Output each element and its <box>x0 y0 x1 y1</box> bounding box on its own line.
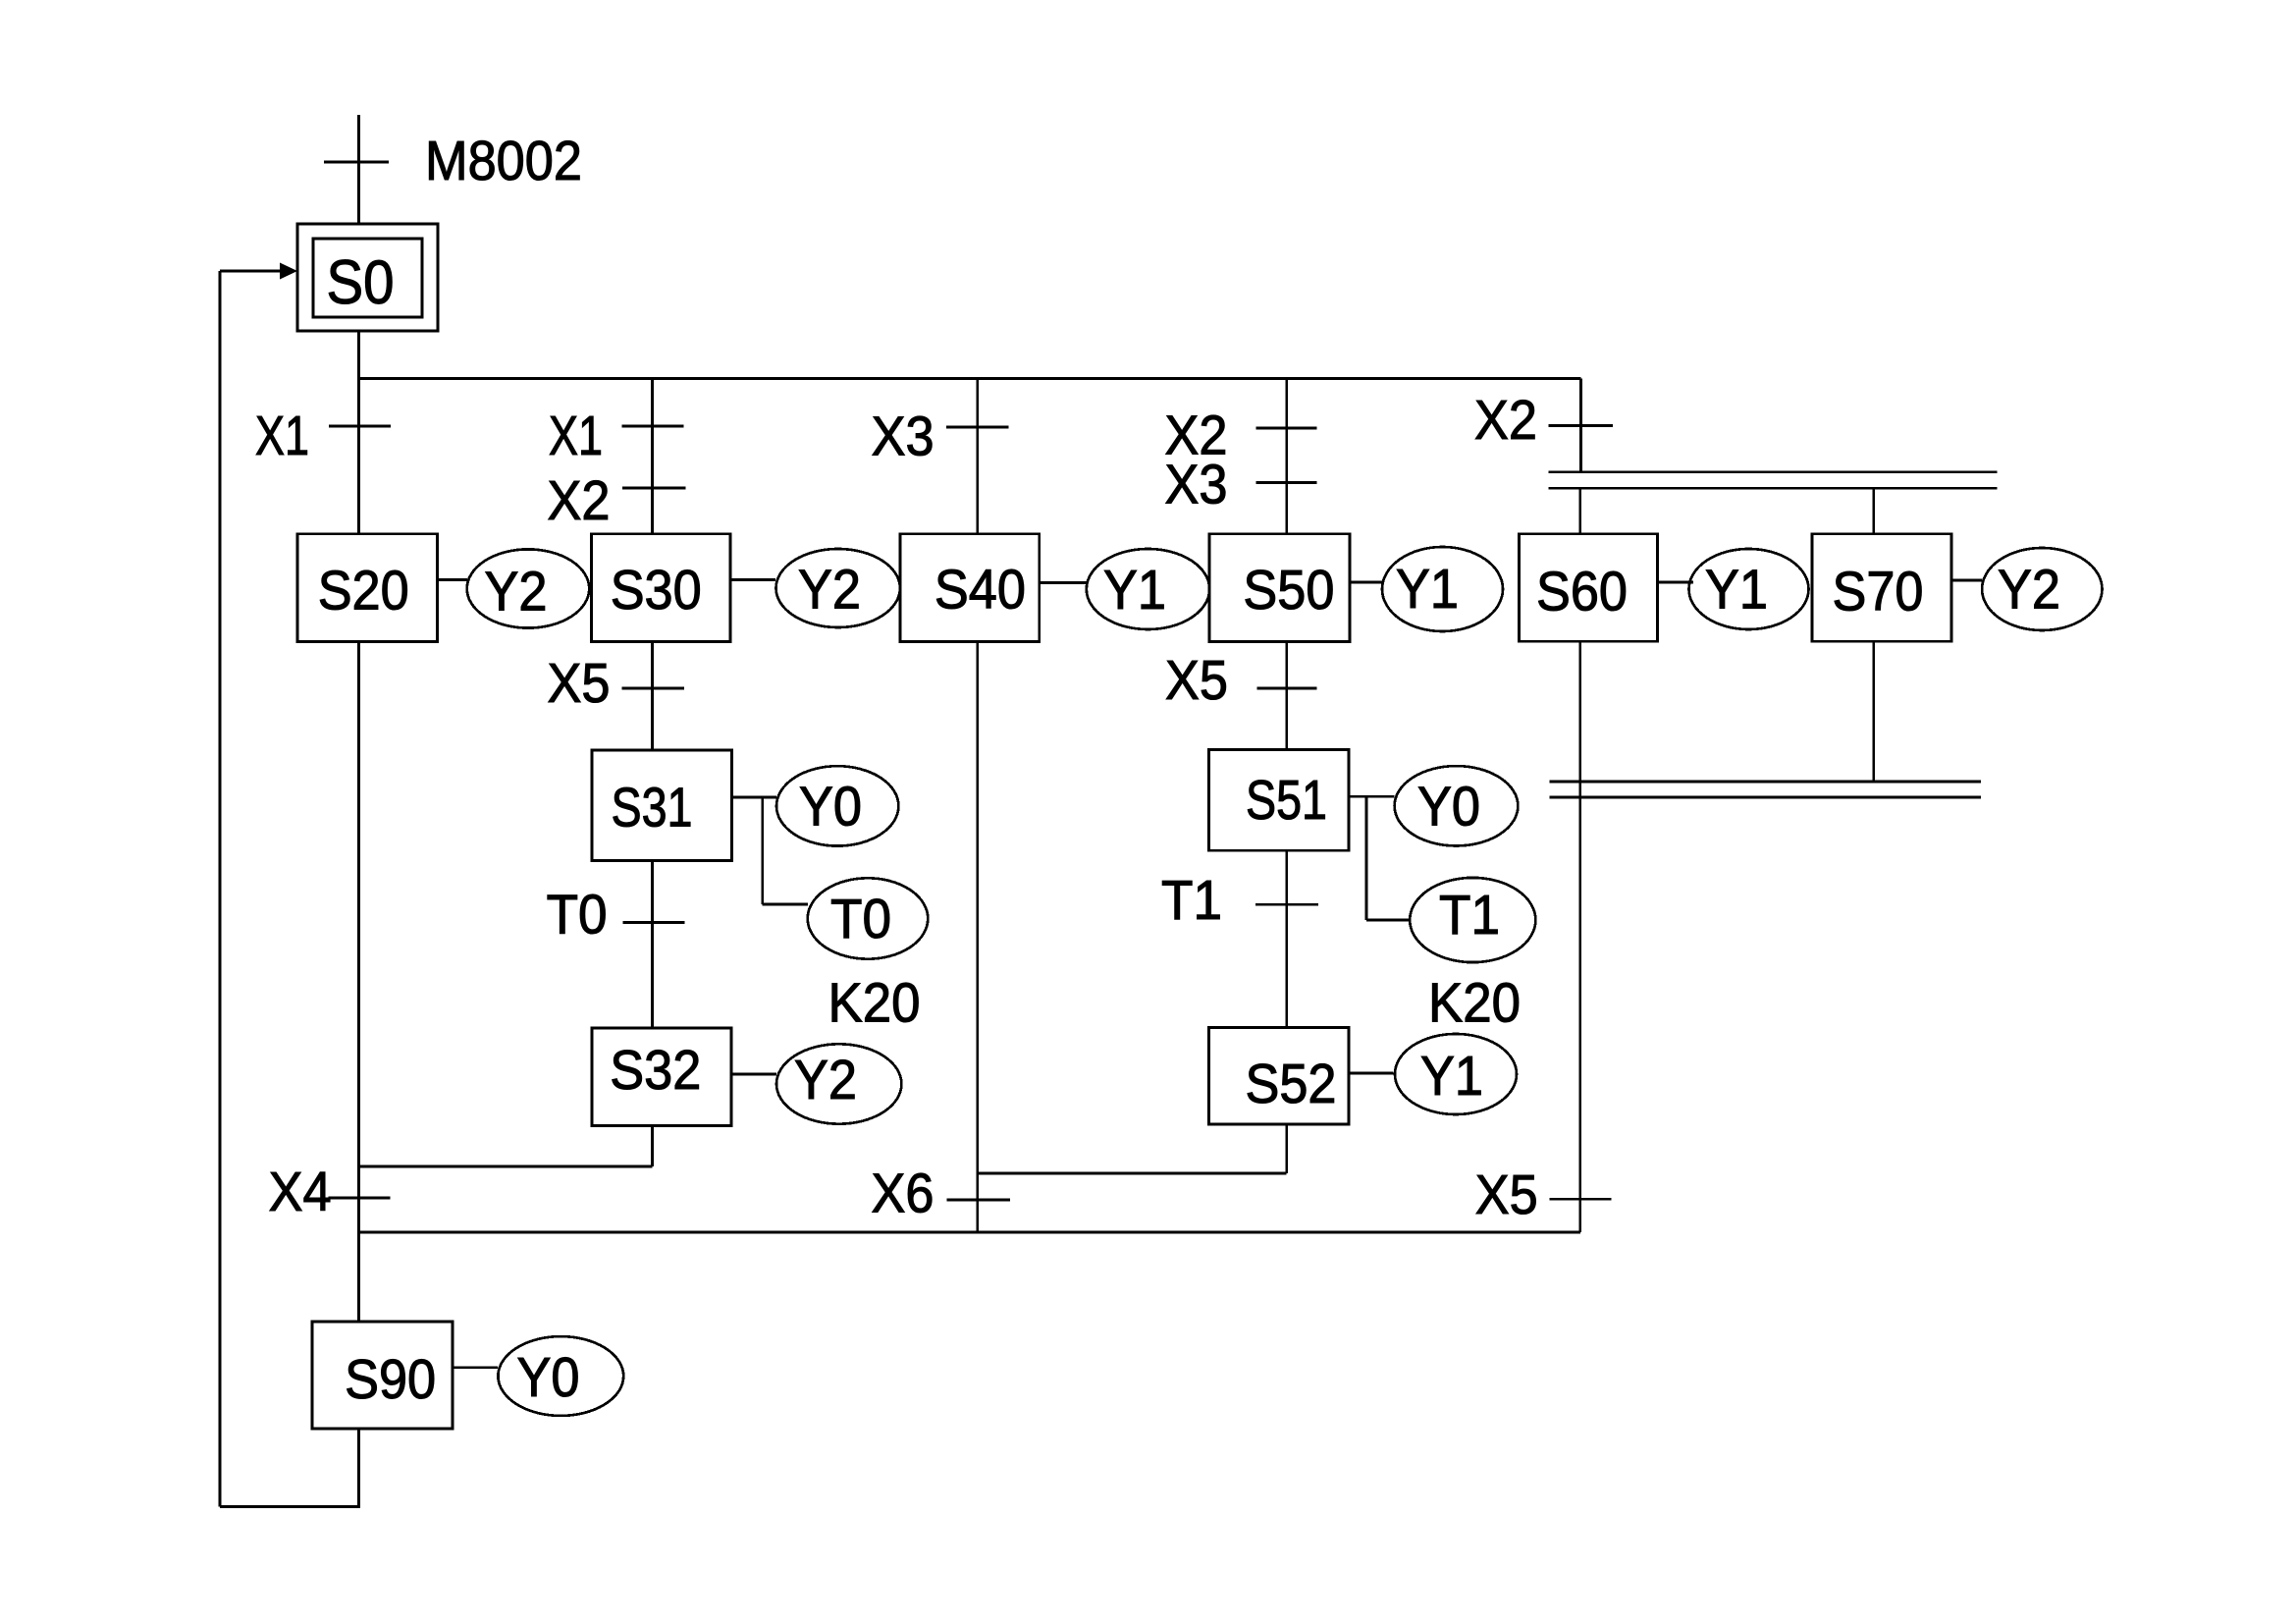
svg-text:Y0: Y0 <box>517 1346 580 1409</box>
svg-text:X3: X3 <box>872 406 934 468</box>
svg-text:S51: S51 <box>1246 769 1327 832</box>
svg-text:T0: T0 <box>830 888 891 950</box>
svg-text:Y0: Y0 <box>799 775 862 838</box>
svg-text:S90: S90 <box>345 1348 436 1411</box>
svg-text:X3: X3 <box>1165 453 1228 515</box>
svg-text:S60: S60 <box>1536 561 1628 623</box>
svg-text:S70: S70 <box>1833 560 1924 623</box>
svg-text:X2: X2 <box>1474 389 1537 452</box>
svg-text:Y2: Y2 <box>794 1049 857 1111</box>
svg-text:Y1: Y1 <box>1103 559 1166 622</box>
svg-text:T0: T0 <box>547 884 608 947</box>
svg-text:X1: X1 <box>549 405 603 467</box>
svg-text:Y2: Y2 <box>485 561 548 623</box>
svg-text:Y1: Y1 <box>1705 559 1768 622</box>
svg-text:S32: S32 <box>610 1039 701 1102</box>
svg-text:X2: X2 <box>1165 405 1228 467</box>
svg-text:X6: X6 <box>872 1163 934 1225</box>
svg-text:Y1: Y1 <box>1420 1045 1483 1108</box>
svg-text:S50: S50 <box>1243 559 1334 622</box>
svg-text:Y0: Y0 <box>1417 775 1480 838</box>
svg-text:S31: S31 <box>612 776 693 839</box>
svg-text:X5: X5 <box>1475 1164 1538 1226</box>
svg-text:Y2: Y2 <box>798 559 861 622</box>
svg-text:X5: X5 <box>548 652 611 715</box>
svg-text:S20: S20 <box>318 560 409 623</box>
svg-text:K20: K20 <box>1428 971 1521 1034</box>
svg-text:X4: X4 <box>269 1161 332 1223</box>
svg-text:X2: X2 <box>548 469 611 532</box>
svg-text:S0: S0 <box>327 248 395 317</box>
svg-text:X1: X1 <box>255 405 309 467</box>
svg-text:T1: T1 <box>1439 884 1500 947</box>
svg-text:S30: S30 <box>611 559 702 622</box>
svg-text:S52: S52 <box>1246 1053 1337 1115</box>
svg-text:M8002: M8002 <box>425 130 582 192</box>
svg-text:Y2: Y2 <box>1998 559 2060 622</box>
svg-text:S40: S40 <box>934 559 1026 622</box>
svg-text:T1: T1 <box>1161 869 1222 932</box>
svg-text:K20: K20 <box>828 971 921 1034</box>
svg-text:Y1: Y1 <box>1396 558 1459 621</box>
svg-text:X5: X5 <box>1165 649 1228 712</box>
